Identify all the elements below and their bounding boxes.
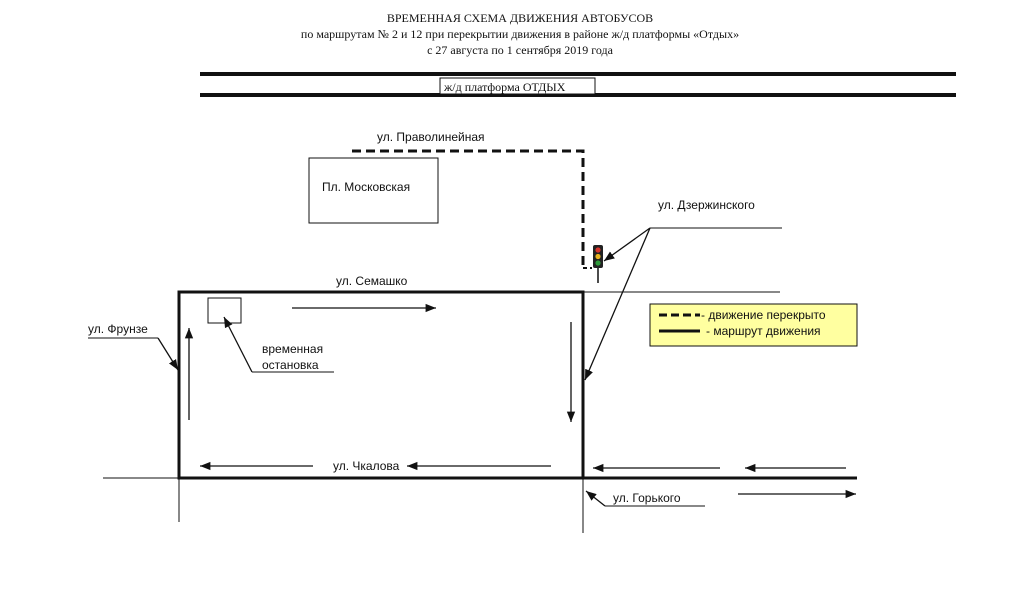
gorkogo-label: ул. Горького	[613, 491, 681, 505]
semashko-label: ул. Семашко	[336, 274, 408, 288]
platform-label: ж/д платформа ОТДЫХ	[443, 80, 566, 94]
dzerzhinskogo-pointer-light	[603, 227, 651, 262]
route-rectangle	[177, 290, 585, 480]
traffic-light-yellow	[595, 253, 601, 260]
schema-header: ВРЕМЕННАЯ СХЕМА ДВИЖЕНИЯ АВТОБУСОВ по ма…	[0, 10, 1024, 58]
pravolineynaya-label: ул. Праволинейная	[377, 130, 485, 144]
traffic-light-green	[595, 260, 601, 266]
closed-route-line	[352, 149, 585, 268]
dzerzhinskogo-label: ул. Дзержинского	[658, 198, 755, 212]
frunze-pointer	[157, 337, 179, 371]
legend-box	[649, 303, 858, 347]
gorkogo-pointer	[585, 490, 606, 507]
moskovskaya-label: Пл. Московская	[322, 180, 410, 194]
dzerzhinskogo-pointer-road	[584, 227, 651, 381]
legend: - движение перекрыто - маршрут движения	[649, 303, 858, 347]
chkalova-label: ул. Чкалова	[333, 459, 400, 473]
traffic-light-red	[595, 247, 601, 253]
legend-closed-label: - движение перекрыто	[701, 308, 826, 322]
frunze-label: ул. Фрунзе	[88, 322, 148, 336]
legend-route-label: - маршрут движения	[706, 324, 821, 338]
moskovskaya-square-box	[308, 157, 439, 224]
schema-dates: с 27 августа по 1 сентября 2019 года	[427, 43, 613, 57]
schema-title: ВРЕМЕННАЯ СХЕМА ДВИЖЕНИЯ АВТОБУСОВ	[386, 11, 654, 25]
temporary-stop-pointer	[223, 316, 253, 373]
temporary-stop-label-line1: временная	[262, 342, 323, 356]
schema-subtitle: по маршрутам № 2 и 12 при перекрытии дви…	[300, 27, 740, 41]
temporary-stop-label-line2: остановка	[262, 358, 319, 372]
platform-box	[439, 77, 596, 95]
